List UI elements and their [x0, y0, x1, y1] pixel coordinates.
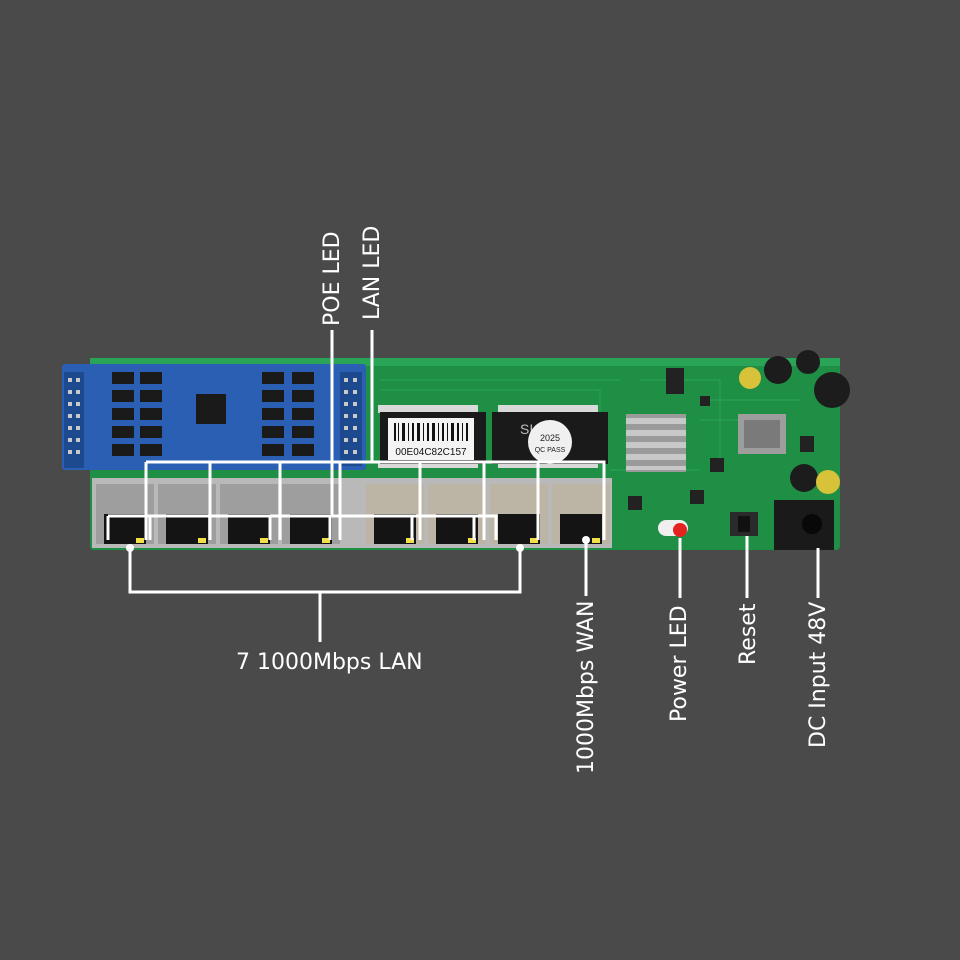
- poe-controller-chip: [196, 394, 226, 424]
- qc-pass-text: QC PASS: [535, 447, 566, 454]
- pcb-top-edge: [90, 358, 840, 366]
- rj45-port-3[interactable]: [220, 484, 278, 544]
- dc-input-label: DC Input 48V: [806, 601, 831, 748]
- dc-input-jack-hole: [802, 514, 822, 534]
- poe-mosfets: [112, 372, 314, 456]
- power-regulator-top: [744, 420, 780, 448]
- qc-pass-sticker: [528, 420, 572, 464]
- lan-ports-label: 7 1000Mbps LAN: [236, 650, 423, 675]
- poe-led-label: POE LED: [320, 231, 345, 326]
- rj45-port-5[interactable]: [366, 484, 424, 544]
- mac-barcode: [394, 423, 468, 441]
- qc-year: 2025: [540, 433, 560, 443]
- rj45-port-6[interactable]: [428, 484, 486, 544]
- rj45-port-wan[interactable]: [552, 484, 610, 544]
- reset-button-cap[interactable]: [738, 516, 750, 532]
- heatsink: [626, 414, 686, 472]
- power-led: [673, 523, 687, 537]
- callout-lines: [106, 330, 820, 642]
- port-leds: [136, 538, 600, 543]
- rj45-port-2[interactable]: [158, 484, 216, 544]
- lan-led-label: LAN LED: [360, 225, 385, 320]
- mac-sticker-text: 00E04C82C157: [395, 447, 467, 458]
- capacitors: [739, 350, 850, 494]
- wan-port-label: 1000Mbps WAN: [574, 600, 599, 774]
- poe-header-pins-left: [64, 372, 84, 468]
- callout-line-ends: [126, 536, 590, 552]
- smd-components: [628, 368, 814, 510]
- poe-header-pins-right: [340, 372, 362, 466]
- reset-label: Reset: [736, 603, 761, 665]
- pcb-connector-strips: [378, 405, 598, 468]
- power-led-label: Power LED: [667, 605, 692, 722]
